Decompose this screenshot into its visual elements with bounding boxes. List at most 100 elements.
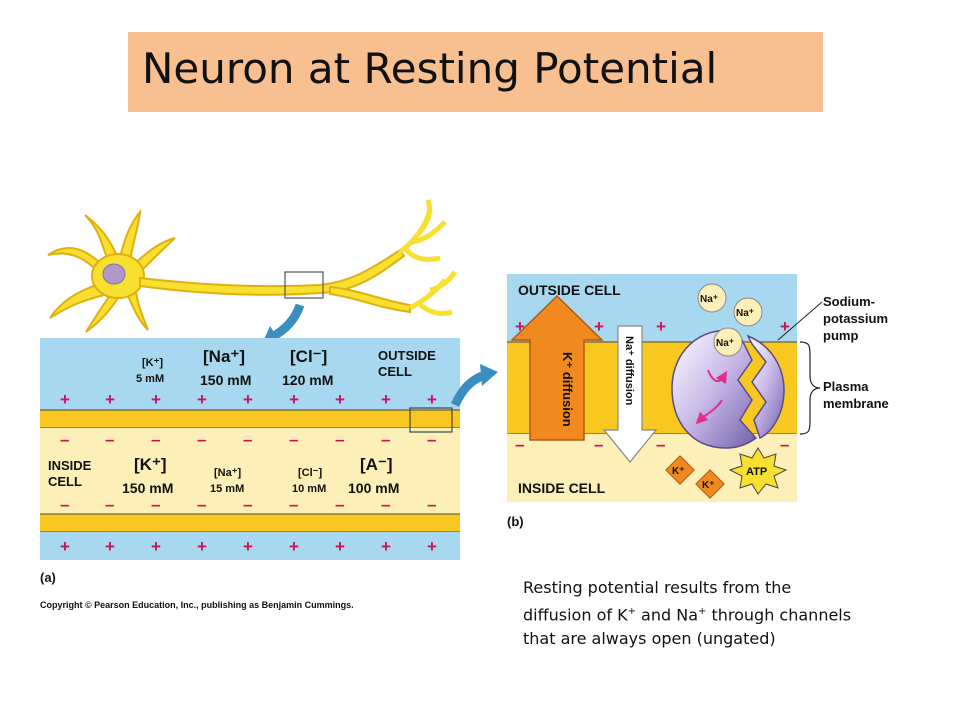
svg-text:+: + xyxy=(289,390,299,409)
inside-k-conc: 150 mM xyxy=(122,480,173,496)
svg-text:–: – xyxy=(381,495,390,514)
caption-line-3: that are always open (ungated) xyxy=(523,629,776,649)
pump-label-1: Sodium- xyxy=(823,294,875,309)
svg-text:–: – xyxy=(60,430,69,449)
inside-k-ion: [K⁺] xyxy=(134,455,167,474)
inside-cl-conc: 10 mM xyxy=(292,483,326,495)
svg-text:Na⁺: Na⁺ xyxy=(716,338,734,349)
plus-row-bottom: + + + + + + + + + xyxy=(60,537,437,556)
na-ion-circles: Na⁺ Na⁺ Na⁺ xyxy=(697,283,763,357)
svg-text:+: + xyxy=(335,390,345,409)
svg-text:–: – xyxy=(197,495,206,514)
svg-text:+: + xyxy=(515,317,525,336)
svg-text:+: + xyxy=(381,390,391,409)
membrane-label-1: Plasma xyxy=(823,379,869,394)
svg-text:–: – xyxy=(197,430,206,449)
svg-text:+: + xyxy=(594,317,604,336)
outside-cl-conc: 120 mM xyxy=(282,372,333,388)
neuron-illustration xyxy=(47,199,458,344)
svg-text:–: – xyxy=(105,430,114,449)
outside-cell-label: OUTSIDE CELL xyxy=(518,282,621,298)
k-diffusion-label: K⁺ diffusion xyxy=(560,352,575,427)
na-diffusion-label: Na⁺ diffusion xyxy=(623,336,635,406)
inside-cell-label: INSIDE CELL xyxy=(518,480,606,496)
inside-a-ion: [A⁻] xyxy=(360,455,393,474)
panel-b: OUTSIDE CELL INSIDE CELL + + + + + – – –… xyxy=(507,274,889,529)
svg-text:K⁺: K⁺ xyxy=(672,466,685,477)
svg-text:–: – xyxy=(594,435,603,454)
caption-line-2: diffusion of K+ and Na+ through channels xyxy=(523,605,852,625)
membrane-bottom xyxy=(40,514,460,532)
inside-label-1: INSIDE xyxy=(48,458,92,473)
k-ion-diamonds: K⁺ K⁺ xyxy=(665,455,725,499)
svg-text:–: – xyxy=(60,495,69,514)
svg-text:–: – xyxy=(427,430,436,449)
svg-text:+: + xyxy=(60,537,70,556)
inside-label-2: CELL xyxy=(48,474,82,489)
svg-text:–: – xyxy=(381,430,390,449)
svg-text:–: – xyxy=(335,430,344,449)
svg-text:–: – xyxy=(289,495,298,514)
svg-text:Na⁺: Na⁺ xyxy=(700,294,718,305)
svg-text:–: – xyxy=(105,495,114,514)
inside-fluid-a xyxy=(40,428,460,514)
outside-cl-ion: [Cl⁻] xyxy=(290,347,327,366)
svg-text:+: + xyxy=(243,390,253,409)
outside-fluid-a-bottom xyxy=(40,532,460,560)
svg-text:+: + xyxy=(105,390,115,409)
k-diffusion-arrow xyxy=(510,294,604,441)
caption: Resting potential results from the diffu… xyxy=(523,576,943,651)
panel-a-label: (a) xyxy=(40,570,56,585)
caption-line-1: Resting potential results from the xyxy=(523,578,792,597)
outside-fluid-a xyxy=(40,338,460,410)
atp-label: ATP xyxy=(746,466,767,478)
outside-label-1: OUTSIDE xyxy=(378,348,436,363)
svg-text:+: + xyxy=(105,537,115,556)
pump-label-3: pump xyxy=(823,328,858,343)
svg-text:–: – xyxy=(243,430,252,449)
na-diffusion-arrow xyxy=(602,325,658,463)
svg-text:–: – xyxy=(515,435,524,454)
sodium-potassium-pump xyxy=(671,329,785,449)
svg-text:–: – xyxy=(151,495,160,514)
atp-starburst: ATP xyxy=(728,447,788,495)
svg-text:+: + xyxy=(335,537,345,556)
svg-text:+: + xyxy=(780,317,790,336)
svg-text:–: – xyxy=(656,435,665,454)
svg-text:K⁺: K⁺ xyxy=(702,480,715,491)
svg-text:+: + xyxy=(289,537,299,556)
membrane-label-2: membrane xyxy=(823,396,889,411)
minus-row-b: – – – – xyxy=(515,435,789,454)
svg-text:+: + xyxy=(151,537,161,556)
svg-text:+: + xyxy=(197,390,207,409)
panel-b-label: (b) xyxy=(507,514,524,529)
svg-text:+: + xyxy=(427,390,437,409)
svg-text:+: + xyxy=(151,390,161,409)
svg-text:Na⁺: Na⁺ xyxy=(736,308,754,319)
svg-text:–: – xyxy=(780,435,789,454)
outside-label-2: CELL xyxy=(378,364,412,379)
svg-text:–: – xyxy=(289,430,298,449)
svg-text:–: – xyxy=(335,495,344,514)
inside-cl-ion: [Cl⁻] xyxy=(298,467,322,479)
plus-row-top: + + + + + + + + + xyxy=(60,390,437,409)
minus-row-top: – – – – – – – – – xyxy=(60,430,436,449)
inside-a-conc: 100 mM xyxy=(348,480,399,496)
outside-k-conc: 5 mM xyxy=(136,373,164,385)
inside-na-conc: 15 mM xyxy=(210,483,244,495)
title-box: Neuron at Resting Potential xyxy=(128,32,823,112)
minus-row-bottom: – – – – – – – – – xyxy=(60,495,436,514)
svg-text:–: – xyxy=(427,495,436,514)
outside-na-conc: 150 mM xyxy=(200,372,251,388)
membrane-top xyxy=(40,410,460,428)
svg-text:–: – xyxy=(151,430,160,449)
inside-na-ion: [Na⁺] xyxy=(214,467,242,479)
svg-text:+: + xyxy=(197,537,207,556)
outside-k-ion: [K⁺] xyxy=(142,357,163,369)
outside-na-ion: [Na⁺] xyxy=(203,347,245,366)
svg-text:+: + xyxy=(243,537,253,556)
page-title: Neuron at Resting Potential xyxy=(142,44,718,93)
svg-text:+: + xyxy=(427,537,437,556)
svg-text:+: + xyxy=(656,317,666,336)
